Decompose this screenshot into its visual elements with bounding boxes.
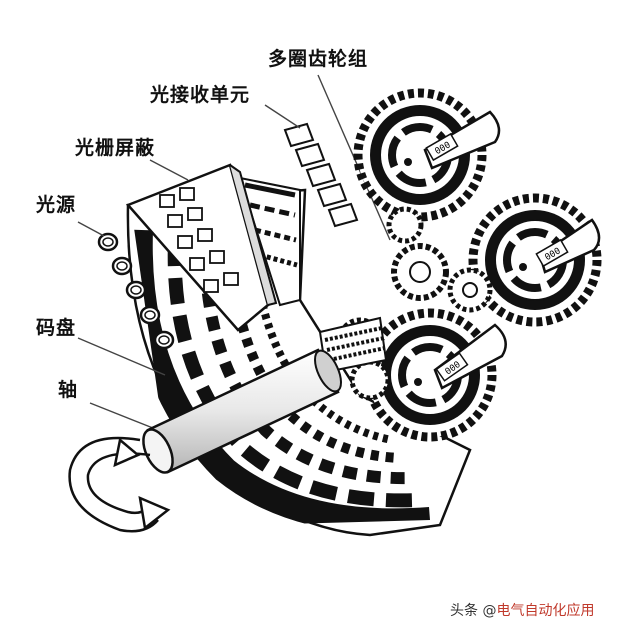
light-receiver-cells [283, 122, 359, 228]
watermark-name: 电气自动化应用 [496, 603, 595, 619]
dial-counters: 000 000 000 [425, 132, 569, 382]
rotation-arrow-icon [68, 436, 171, 533]
watermark-prefix: 头条 @ [450, 603, 497, 619]
shaft [142, 348, 342, 474]
label-grating-shield: 光栅屏蔽 [75, 137, 156, 159]
label-gear-set: 多圈齿轮组 [268, 48, 369, 70]
gear-train [318, 88, 602, 442]
grating-shield [125, 163, 278, 332]
label-code-disc: 码盘 [36, 317, 77, 339]
watermark: 头条 @电气自动化应用 [450, 600, 594, 620]
light-sources [97, 232, 175, 350]
label-light-source: 光源 [36, 194, 77, 216]
label-shaft: 轴 [58, 379, 79, 401]
label-light-receiver: 光接收单元 [150, 84, 251, 106]
